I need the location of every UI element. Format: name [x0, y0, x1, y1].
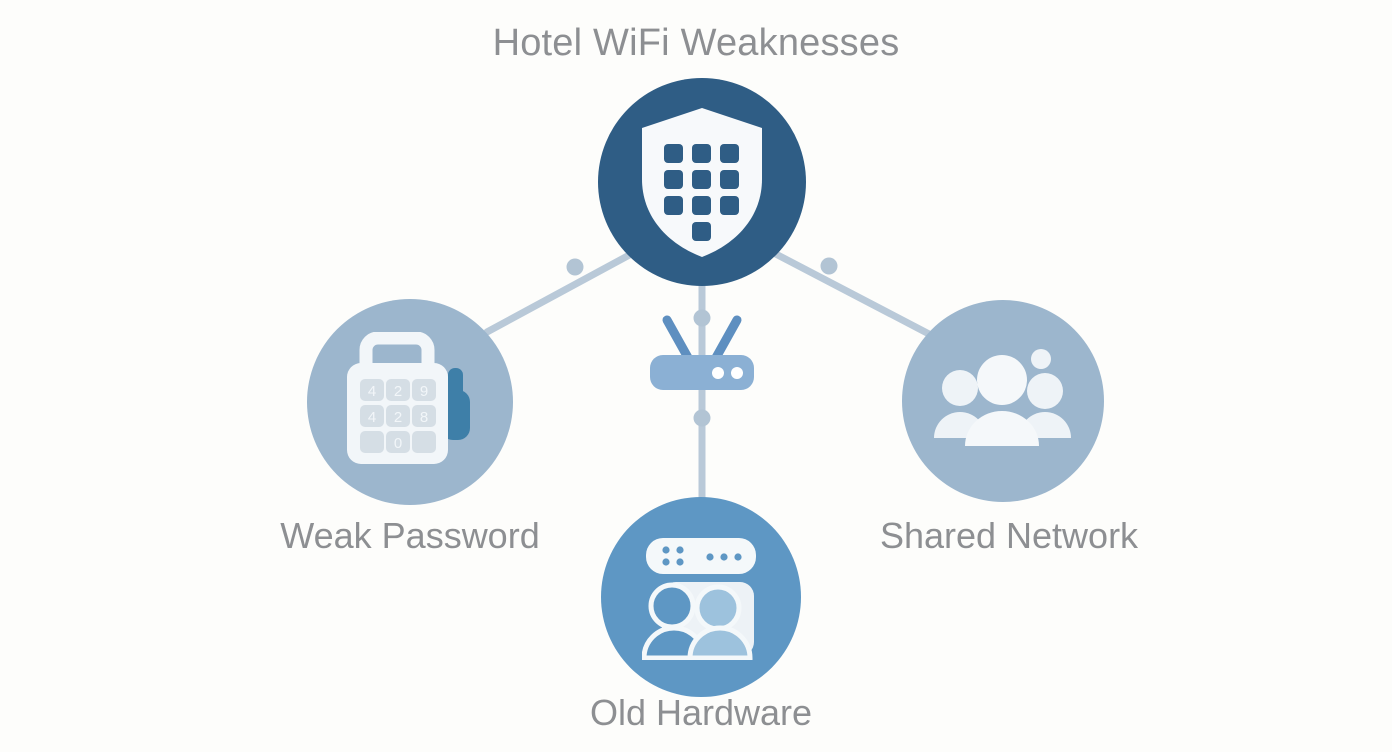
edge-dot-shared-network [820, 257, 838, 275]
server-users-icon [642, 538, 756, 660]
svg-text:8: 8 [420, 409, 428, 426]
page-title: Hotel WiFi Weaknesses [492, 22, 900, 64]
svg-text:9: 9 [420, 383, 428, 400]
edge-dot-old-hardware-lower [693, 409, 711, 427]
node-hotel-wifi-weaknesses[interactable] [598, 78, 806, 286]
svg-text:4: 4 [368, 383, 376, 400]
padlock-keypad-icon: 4 2 9 4 2 8 0 [347, 332, 470, 464]
router-icon-wrap [637, 305, 767, 405]
group-people-icon [934, 349, 1071, 446]
node-weak-password[interactable]: 4 2 9 4 2 8 0 [307, 299, 513, 505]
svg-text:2: 2 [394, 383, 402, 400]
shield-hotel-icon [642, 107, 762, 257]
router-icon [650, 315, 754, 390]
svg-text:4: 4 [368, 409, 376, 426]
node-old-hardware[interactable] [601, 497, 801, 697]
node-label-weak-password: Weak Password [280, 515, 540, 556]
node-label-old-hardware: Old Hardware [589, 692, 813, 733]
node-shared-network[interactable] [902, 300, 1104, 502]
edge-center-to-shared-network [768, 248, 933, 338]
edge-dot-weak-password [566, 258, 584, 276]
svg-text:0: 0 [394, 435, 402, 452]
edge-center-to-weak-password [483, 249, 637, 336]
edge-dot-old-hardware-upper [693, 309, 711, 327]
svg-text:2: 2 [394, 409, 402, 426]
node-label-shared-network: Shared Network [879, 515, 1139, 556]
key-shape [441, 368, 470, 440]
